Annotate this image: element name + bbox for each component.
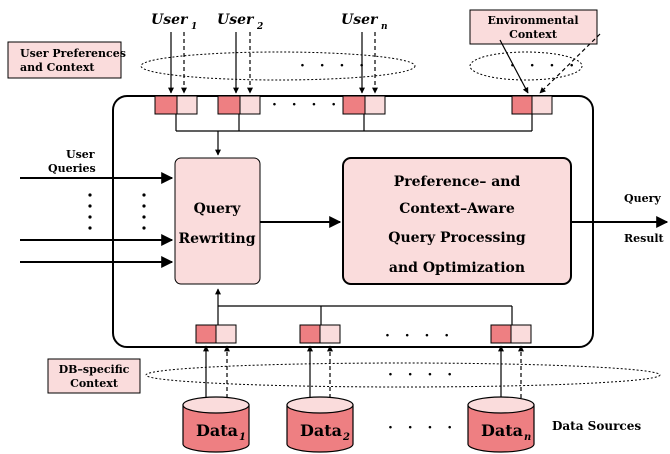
bottom-ellipse-dots: · · · ·	[388, 367, 457, 383]
top-queue-1	[154, 95, 198, 115]
query-rewriting-box: Query Rewriting	[174, 157, 261, 285]
svg-text:Queries: Queries	[48, 162, 96, 175]
user-context-ellipse	[140, 51, 416, 81]
svg-text:Data: Data	[481, 421, 523, 440]
data-source-dots: · · · ·	[388, 420, 457, 436]
svg-text:Query: Query	[194, 201, 242, 217]
query-processing-box: Preference– and Context–Aware Query Proc…	[342, 157, 572, 285]
user-1-label: User 1	[151, 12, 197, 32]
svg-text:Query Processing: Query Processing	[388, 230, 526, 246]
query-result-label-1: Query	[624, 192, 661, 205]
svg-text:and Optimization: and Optimization	[389, 260, 525, 276]
bottom-queue-2	[299, 324, 341, 344]
env-ellipse-dots: · · · ·	[510, 58, 579, 74]
user-queries-label: User Queries	[48, 148, 96, 175]
top-queue-2	[217, 95, 261, 115]
bottom-queue-1	[195, 324, 237, 344]
query-result-label-2: Result	[624, 232, 665, 245]
svg-text:and Context: and Context	[20, 61, 95, 74]
user-2-label: User 2	[217, 12, 263, 32]
svg-text:2: 2	[256, 22, 263, 32]
vertical-dots-left	[88, 193, 92, 230]
db-context-ellipse	[145, 362, 661, 388]
svg-text:User: User	[217, 12, 255, 28]
data-source-2: Data 2	[286, 396, 354, 453]
svg-text:User: User	[151, 12, 189, 28]
top-queue-n	[342, 95, 386, 115]
svg-text:Preference– and: Preference– and	[394, 174, 521, 190]
data-source-n: Data n	[467, 396, 535, 453]
vertical-dots-right	[142, 193, 146, 230]
svg-text:2: 2	[342, 432, 350, 443]
db-context-box: DB–specific Context	[47, 358, 141, 394]
data-sources-label: Data Sources	[552, 419, 641, 433]
bottom-queue-dots: · · · ·	[385, 328, 454, 344]
svg-text:User Preferences: User Preferences	[20, 47, 126, 60]
data-source-1: Data 1	[182, 396, 250, 453]
svg-text:1: 1	[191, 22, 197, 32]
svg-text:Context: Context	[509, 28, 558, 41]
svg-text:n: n	[524, 432, 531, 443]
user-n-label: User n	[341, 12, 388, 32]
svg-text:User: User	[66, 148, 95, 161]
top-ellipse-dots: · · · ·	[300, 58, 369, 74]
svg-text:1: 1	[239, 432, 246, 443]
top-queue-dots: · · · ·	[272, 97, 341, 113]
svg-text:User: User	[341, 12, 379, 28]
svg-text:Context: Context	[70, 377, 119, 390]
svg-text:n: n	[381, 22, 388, 32]
svg-text:Rewriting: Rewriting	[178, 231, 255, 247]
svg-text:DB–specific: DB–specific	[59, 363, 130, 376]
svg-text:Context–Aware: Context–Aware	[399, 201, 515, 217]
bottom-queue-n	[490, 324, 532, 344]
top-queue-env	[511, 95, 553, 115]
user-preferences-box: User Preferences and Context	[7, 41, 126, 79]
svg-text:Environmental: Environmental	[487, 14, 578, 27]
environmental-context-box: Environmental Context	[469, 9, 598, 45]
svg-text:Data: Data	[196, 421, 238, 440]
env-context-ellipse	[469, 51, 583, 81]
svg-text:Data: Data	[300, 421, 342, 440]
